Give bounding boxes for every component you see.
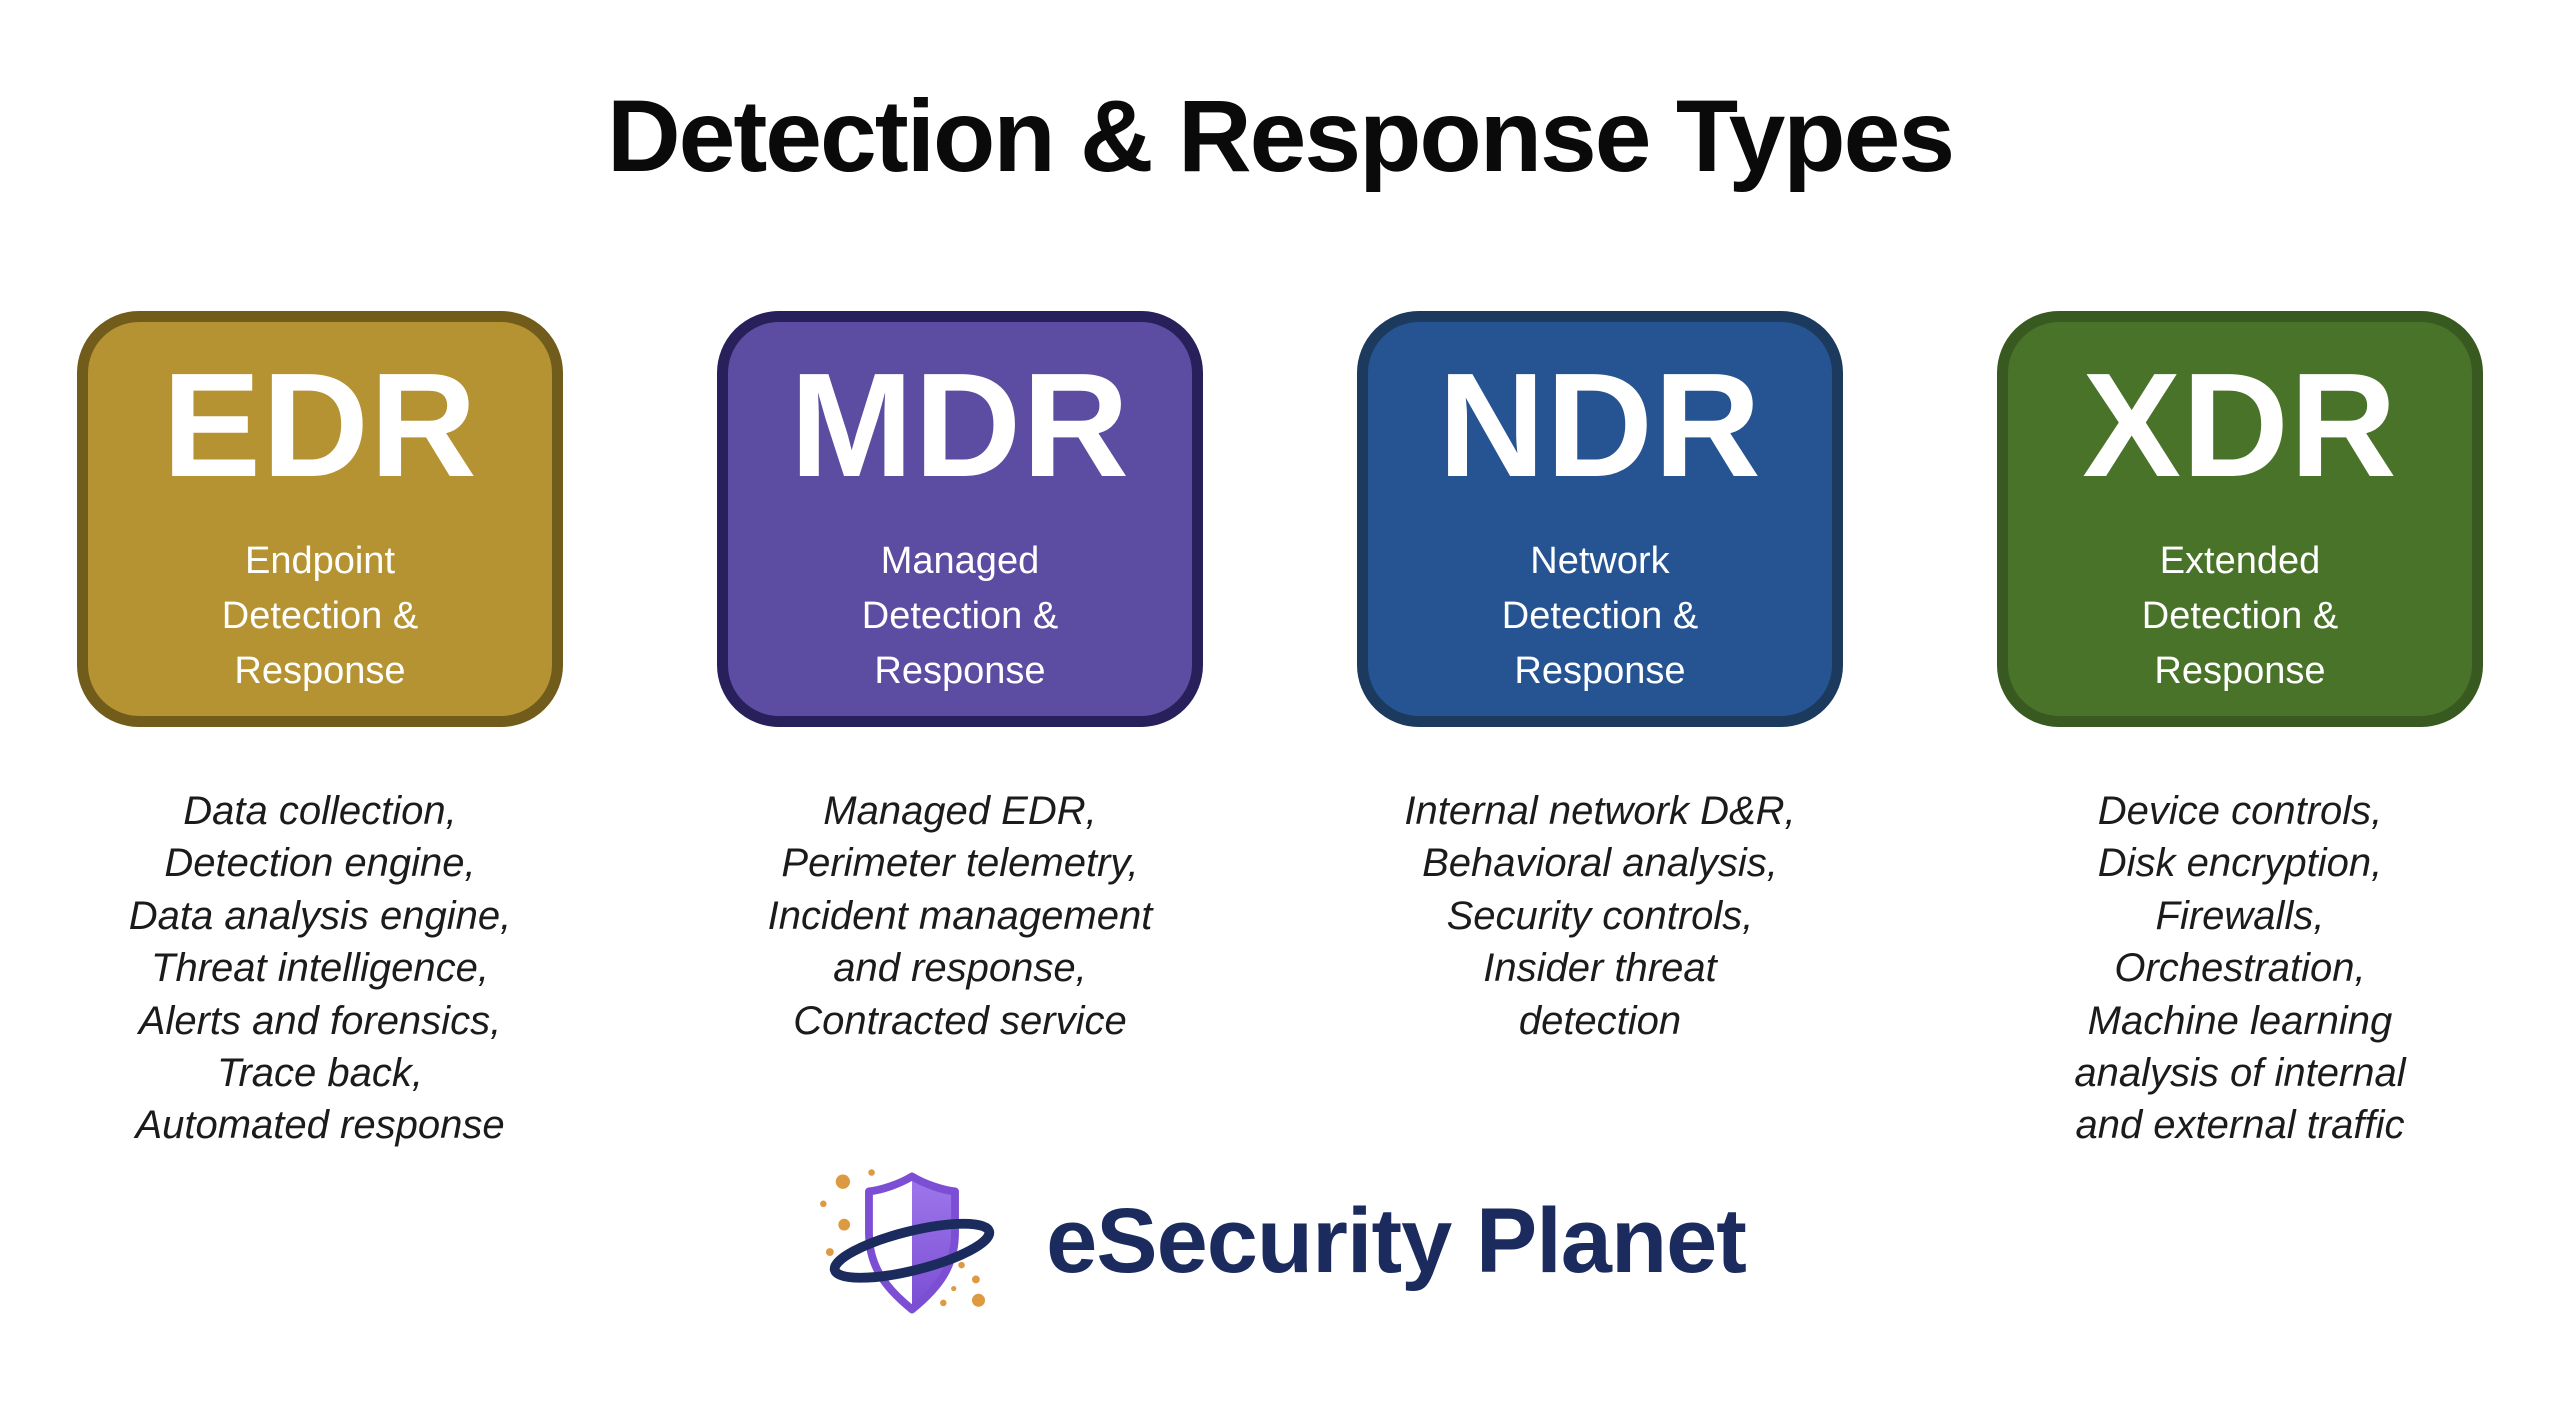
brand-name: eSecurity Planet bbox=[1046, 1189, 1747, 1292]
column-edr: EDR Endpoint Detection & Response Data c… bbox=[0, 311, 640, 1152]
cards-grid: EDR Endpoint Detection & Response Data c… bbox=[0, 311, 2560, 1152]
card-edr-details: Data collection, Detection engine, Data … bbox=[128, 789, 512, 1148]
card-xdr-acronym: XDR bbox=[2082, 343, 2398, 508]
shield-orbit-icon bbox=[820, 1168, 995, 1314]
card-edr-subtitle: Endpoint Detection & Response bbox=[221, 540, 419, 693]
card-edr-acronym: EDR bbox=[162, 343, 478, 508]
card-ndr-subtitle: Network Detection & Response bbox=[1501, 540, 1699, 693]
card-mdr: MDR Managed Detection & Response bbox=[717, 311, 1203, 727]
card-ndr-details: Internal network D&R, Behavioral analysi… bbox=[1404, 789, 1796, 1043]
card-mdr-details: Managed EDR, Perimeter telemetry, Incide… bbox=[767, 789, 1153, 1043]
brand-logo: eSecurity Planet bbox=[0, 1166, 2560, 1329]
card-ndr: NDR Network Detection & Response bbox=[1357, 311, 1843, 727]
column-ndr: NDR Network Detection & Response Interna… bbox=[1280, 311, 1920, 1152]
card-edr: EDR Endpoint Detection & Response bbox=[77, 311, 563, 727]
card-xdr: XDR Extended Detection & Response bbox=[1997, 311, 2483, 727]
orbit-ring bbox=[829, 1218, 995, 1283]
card-mdr-acronym: MDR bbox=[789, 343, 1131, 508]
page-title: Detection & Response Types bbox=[606, 79, 1955, 193]
card-ndr-acronym: NDR bbox=[1438, 343, 1762, 508]
card-mdr-subtitle: Managed Detection & Response bbox=[861, 540, 1059, 693]
column-xdr: XDR Extended Detection & Response Device… bbox=[1920, 311, 2560, 1152]
column-mdr: MDR Managed Detection & Response Managed… bbox=[640, 311, 1280, 1152]
card-xdr-details: Device controls, Disk encryption, Firewa… bbox=[2074, 789, 2406, 1148]
card-xdr-subtitle: Extended Detection & Response bbox=[2141, 540, 2339, 693]
sparkle-dots bbox=[820, 1168, 986, 1307]
